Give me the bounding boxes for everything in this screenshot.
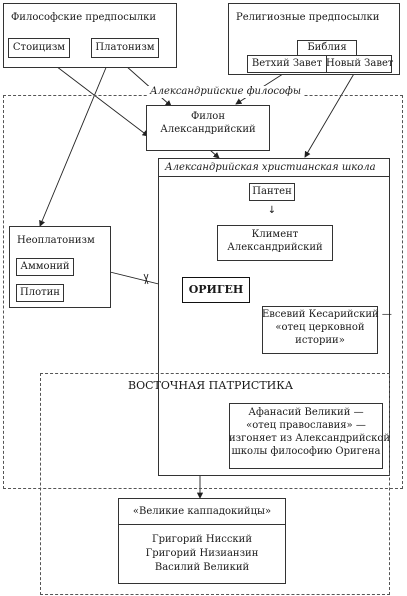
eastern-patristics-label: ВОСТОЧНАЯ ПАТРИСТИКА bbox=[128, 379, 294, 392]
platonism-box bbox=[91, 38, 159, 58]
ammonius-label: Аммоний bbox=[20, 261, 70, 272]
athanasius-line-2: «отец православия» — bbox=[246, 420, 366, 431]
cappadocians-box bbox=[118, 498, 286, 584]
platonism-label: Платонизм bbox=[95, 42, 155, 53]
clement-line-2: Александрийский bbox=[227, 242, 323, 253]
panten-label: Пантен bbox=[252, 186, 292, 197]
philo-line-2: Александрийский bbox=[160, 124, 256, 135]
neoplatonism-title: Неоплатонизм bbox=[17, 235, 95, 246]
cappadocian-member-3: Василий Великий bbox=[154, 562, 250, 573]
panten-box bbox=[249, 183, 295, 201]
cappadocians-title: «Великие каппадокийцы» bbox=[132, 506, 272, 517]
philo-line-1: Филон bbox=[190, 111, 225, 122]
philosophical-prerequisites-title: Философские предпосылки bbox=[11, 12, 157, 23]
christian-school-header-rule bbox=[158, 176, 390, 177]
plotinus-label: Плотин bbox=[20, 287, 60, 298]
cappadocians-divider bbox=[118, 524, 286, 525]
athanasius-line-4: школы философию Оригена bbox=[231, 446, 381, 457]
philo-box bbox=[146, 105, 270, 151]
athanasius-box bbox=[229, 403, 383, 469]
old-testament-label: Ветхий Завет bbox=[251, 58, 323, 69]
clement-box bbox=[217, 225, 333, 261]
athanasius-line-1: Афанасий Великий — bbox=[248, 407, 364, 418]
origen-label: ОРИГЕН bbox=[188, 283, 244, 296]
cappadocian-member-1: Григорий Нисский bbox=[151, 534, 253, 545]
eusebius-box bbox=[262, 306, 378, 354]
eastern-patristics-region bbox=[40, 373, 390, 595]
athanasius-line-3: изгоняет из Александрийской bbox=[229, 433, 391, 444]
new-testament-label: Новый Завет bbox=[326, 58, 394, 69]
religious-prerequisites-title: Религиозные предпосылки bbox=[236, 12, 380, 23]
ammonius-box bbox=[16, 258, 74, 276]
cappadocian-member-2: Григорий Низианзин bbox=[145, 548, 259, 559]
new-testament-box bbox=[326, 55, 392, 73]
alexandrian-philosophers-label: Александрийские философы bbox=[148, 86, 303, 98]
plotinus-box bbox=[16, 284, 64, 302]
stoicism-label: Стоицизм bbox=[12, 42, 66, 53]
panten-clement-arrow: ↓ bbox=[267, 205, 277, 216]
eusebius-line-1: Евсевий Кесарийский — bbox=[262, 309, 392, 320]
christian-school-title: Александрийская христианская школа bbox=[165, 162, 376, 173]
eusebius-line-2: «отец церковной bbox=[275, 322, 365, 333]
origen-box bbox=[182, 277, 250, 303]
clement-line-1: Климент bbox=[251, 229, 299, 240]
bible-label: Библия bbox=[307, 42, 347, 53]
eusebius-line-3: истории» bbox=[295, 335, 345, 346]
stoicism-box bbox=[8, 38, 70, 58]
